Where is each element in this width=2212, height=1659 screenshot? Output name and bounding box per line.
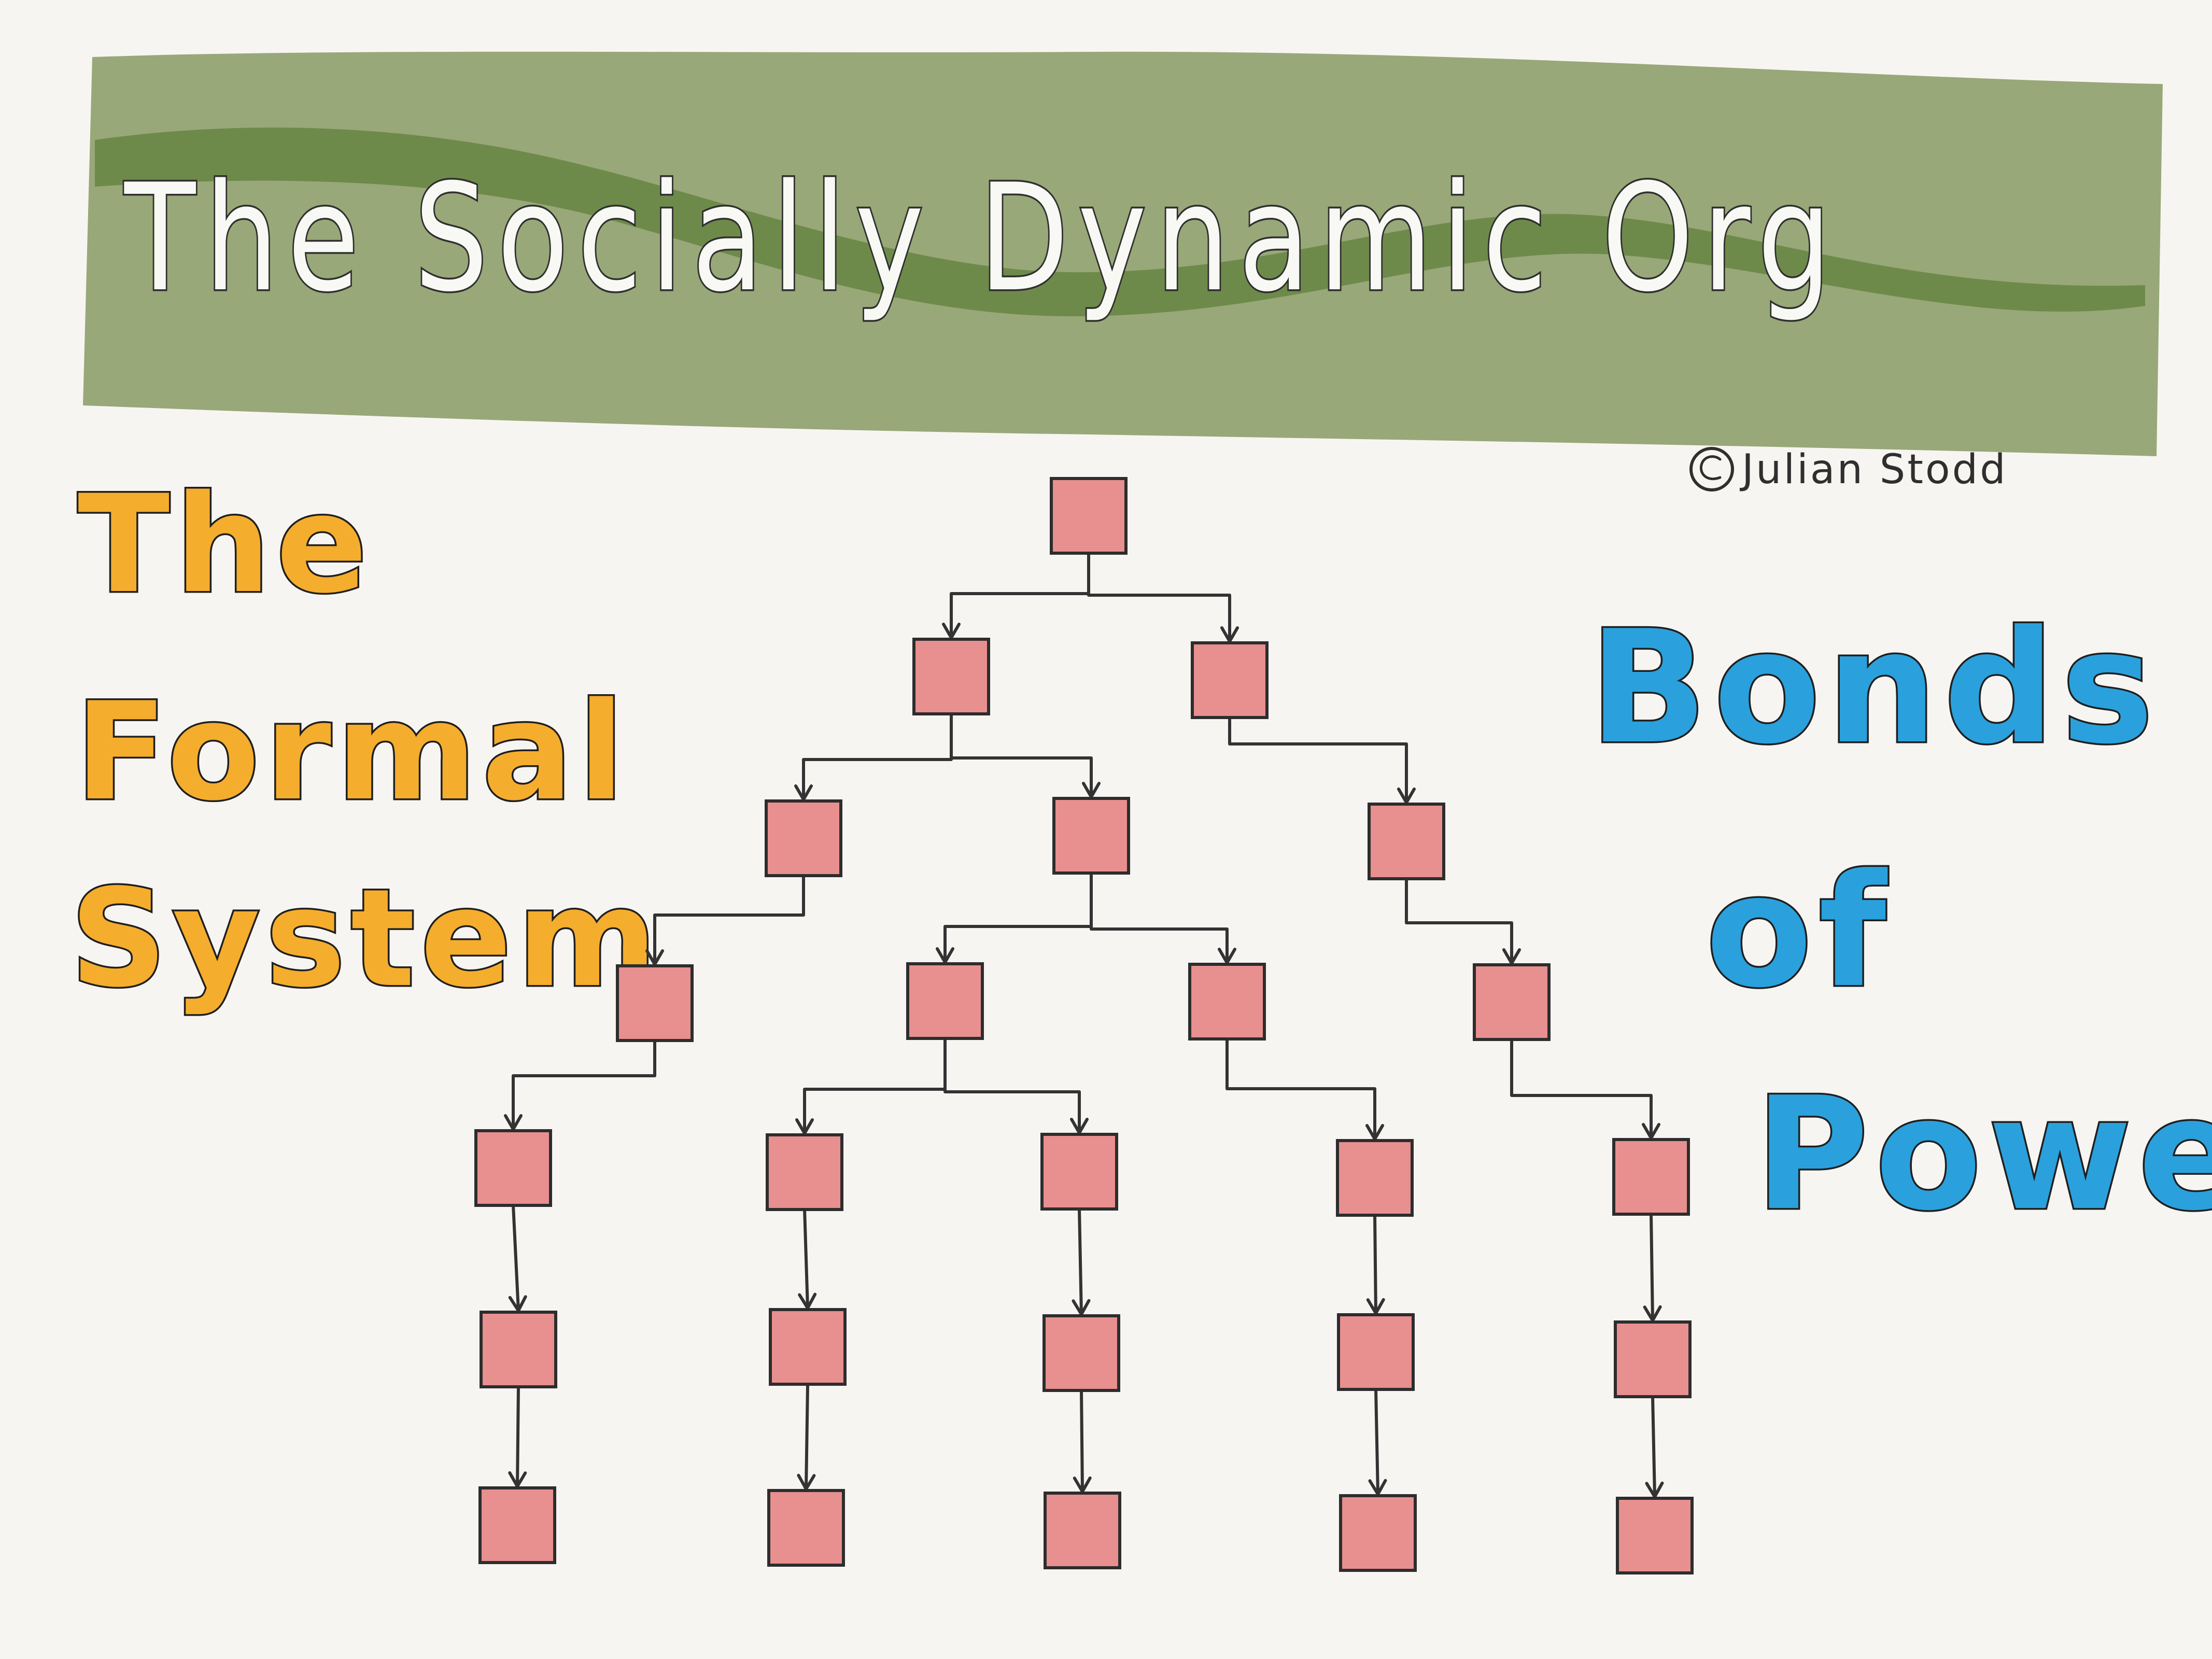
connector-arrow-9 — [1405, 877, 1521, 965]
connector-arrow-13 — [1225, 1037, 1384, 1141]
org-node-9 — [1188, 963, 1266, 1041]
connector-arrow-5 — [1228, 716, 1416, 804]
org-node-8 — [906, 962, 984, 1040]
org-node-17 — [769, 1308, 847, 1386]
org-node-16 — [480, 1311, 557, 1388]
vertical-arrow-9 — [1368, 1388, 1387, 1496]
vertical-arrow-4 — [1366, 1214, 1385, 1315]
author-credit: Julian Stodd — [1689, 446, 2008, 493]
vertical-arrow-2 — [798, 1208, 817, 1310]
org-node-14 — [1336, 1139, 1414, 1217]
vertical-arrow-3 — [1072, 1207, 1091, 1316]
connector-arrow-3 — [794, 712, 953, 801]
org-node-11 — [474, 1129, 552, 1207]
connector-arrow-7 — [936, 871, 1093, 964]
org-node-2 — [912, 638, 990, 715]
org-node-4 — [765, 799, 842, 877]
banner-background — [83, 51, 2163, 457]
org-node-6 — [1368, 803, 1445, 880]
connector-arrow-10 — [504, 1039, 656, 1131]
org-node-22 — [767, 1489, 845, 1567]
connector-arrow-6 — [645, 874, 805, 966]
connector-arrow-4 — [950, 712, 1101, 798]
banner-stripe — [95, 128, 2145, 317]
org-node-20 — [1614, 1320, 1692, 1398]
org-node-12 — [766, 1133, 843, 1211]
hierarchy-connectors — [504, 552, 1664, 1498]
org-node-15 — [1612, 1138, 1690, 1216]
connector-arrow-11 — [795, 1037, 947, 1135]
left-heading-line3: System — [70, 861, 663, 1017]
org-node-7 — [616, 964, 694, 1042]
left-heading-line1: The — [78, 467, 373, 623]
right-heading-line1: Bonds — [1589, 597, 2160, 778]
org-node-25 — [1616, 1497, 1694, 1574]
org-node-19 — [1337, 1313, 1415, 1391]
left-heading: The Formal System — [68, 465, 663, 1019]
connector-arrow-2 — [1087, 552, 1239, 643]
org-node-18 — [1042, 1314, 1120, 1392]
connector-arrow-1 — [942, 552, 1090, 639]
org-node-24 — [1339, 1494, 1417, 1572]
copyright-c-glyph — [1699, 455, 1722, 481]
author-name: Julian Stodd — [1739, 446, 2008, 493]
title-banner: The Socially Dynamic Org — [83, 51, 2163, 457]
vertical-arrow-5 — [1643, 1213, 1662, 1322]
org-node-5 — [1052, 797, 1130, 875]
vertical-arrow-1 — [508, 1204, 527, 1312]
vertical-arrow-6 — [508, 1385, 527, 1488]
org-node-23 — [1044, 1492, 1121, 1569]
connector-arrow-12 — [943, 1037, 1089, 1134]
right-heading-line2: of — [1706, 841, 1893, 1022]
connector-arrow-8 — [1090, 871, 1236, 964]
right-heading-line3: Power — [1755, 1064, 2212, 1245]
org-node-13 — [1040, 1133, 1118, 1211]
connector-arrow-14 — [1510, 1038, 1660, 1140]
org-node-1 — [1050, 477, 1128, 555]
vertical-arrow-7 — [797, 1383, 816, 1491]
copyright-icon — [1689, 447, 1734, 491]
org-node-10 — [1473, 963, 1551, 1041]
vertical-arrow-10 — [1645, 1395, 1664, 1498]
org-node-3 — [1191, 641, 1269, 719]
hierarchy-nodes — [474, 477, 1694, 1574]
org-node-21 — [478, 1486, 556, 1564]
right-heading: Bonds of Power — [1587, 596, 2212, 1247]
vertical-arrow-8 — [1073, 1389, 1092, 1493]
left-heading-line2: Formal — [75, 674, 629, 831]
banner-title: The Socially Dynamic Org — [122, 152, 1840, 325]
